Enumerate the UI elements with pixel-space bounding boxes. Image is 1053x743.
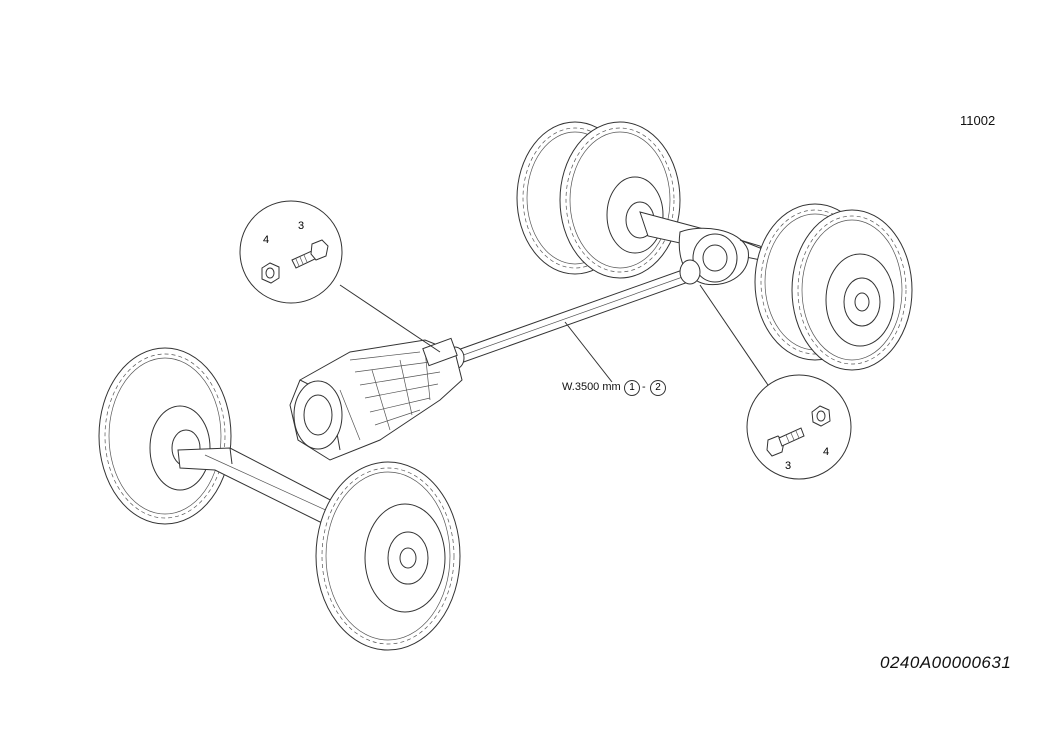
nut-icon (811, 405, 831, 427)
detail-circle-rear (746, 374, 852, 480)
shaft-length-label: W.3500 mm (562, 381, 621, 393)
rear-detail-nut-number: 4 (823, 446, 830, 458)
gearbox (289, 337, 463, 461)
callout-ref-to: 2 (650, 380, 666, 396)
propeller-shaft (445, 259, 701, 370)
callout-ref-from: 1 (624, 380, 640, 396)
nut-icon (261, 262, 280, 284)
front-detail-nut-number: 4 (263, 234, 270, 246)
leader-lines (339, 284, 771, 389)
rear-axle-assembly (516, 121, 913, 371)
callout-separator: - (642, 381, 646, 393)
sheet-id-label: 11002 (960, 113, 996, 128)
drawing-code-label: 0240A00000631 (880, 653, 1012, 672)
bolt-icon (766, 427, 805, 457)
detail-circle-front (239, 200, 343, 304)
rear-right-outer-tire (791, 209, 913, 371)
front-detail-bolt-number: 3 (298, 220, 305, 232)
front-left-tire (98, 347, 232, 525)
front-axle-assembly (98, 347, 461, 651)
bolt-icon (291, 239, 329, 269)
rear-detail-bolt-number: 3 (785, 460, 792, 472)
front-right-tire (315, 461, 461, 651)
rear-left-inner-tire (559, 121, 681, 279)
